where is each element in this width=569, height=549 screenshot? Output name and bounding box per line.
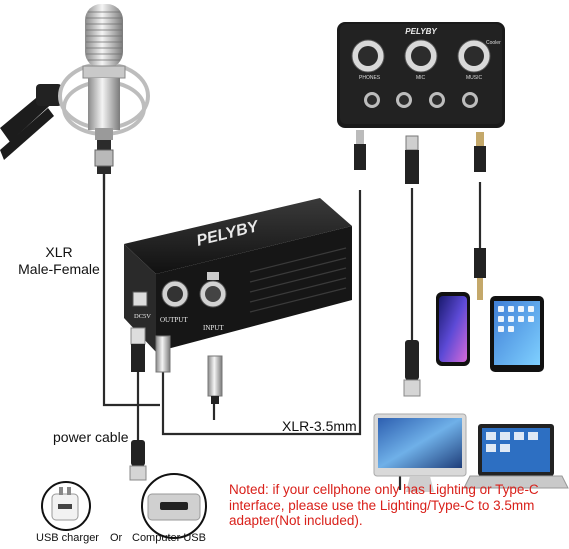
- cables: [102, 174, 482, 490]
- svg-text:MIC: MIC: [416, 75, 426, 81]
- svg-text:INPUT: INPUT: [203, 324, 224, 332]
- phantom-power-supply: PELYBY DC5V OUTPUT INPUT: [124, 198, 352, 352]
- sound-card-brand: PELYBY: [405, 27, 437, 36]
- condenser-microphone: [82, 4, 126, 174]
- laptop-computer: [463, 424, 569, 489]
- computer-usb-label: Computer USB: [132, 532, 206, 544]
- usb-plug: [403, 340, 421, 397]
- usb-charger-icon: [41, 481, 91, 531]
- tablet: [490, 296, 544, 372]
- svg-text:Cooler: Cooler: [486, 40, 501, 46]
- xlr-label-line2: Male-Female: [18, 261, 100, 277]
- adapter-note: Noted: if your cellphone only has Lighti…: [229, 482, 539, 528]
- sound-card: PELYBY PHONES MIC MUSIC Cooler: [337, 22, 505, 184]
- power-usb-plug: [129, 440, 147, 481]
- desktop-computer: [373, 413, 467, 492]
- usb-charger-label: USB charger: [36, 532, 99, 544]
- xlr-cable-label: XLR Male-Female: [14, 244, 104, 278]
- power-cable-label: power cable: [53, 429, 129, 445]
- svg-text:OUTPUT: OUTPUT: [160, 316, 188, 324]
- svg-text:MUSIC: MUSIC: [466, 75, 483, 81]
- or-label: Or: [110, 532, 123, 544]
- mic-arm: [0, 84, 62, 160]
- smartphone: [436, 292, 470, 366]
- svg-text:DC5V: DC5V: [134, 313, 151, 320]
- xlr-connectors: [130, 327, 223, 404]
- xlr-35mm-label: XLR-3.5mm: [282, 418, 357, 434]
- audio-plug-35mm: [474, 248, 486, 300]
- svg-text:PHONES: PHONES: [359, 75, 381, 81]
- computer-usb-icon: [141, 473, 207, 539]
- xlr-label-line1: XLR: [45, 244, 73, 260]
